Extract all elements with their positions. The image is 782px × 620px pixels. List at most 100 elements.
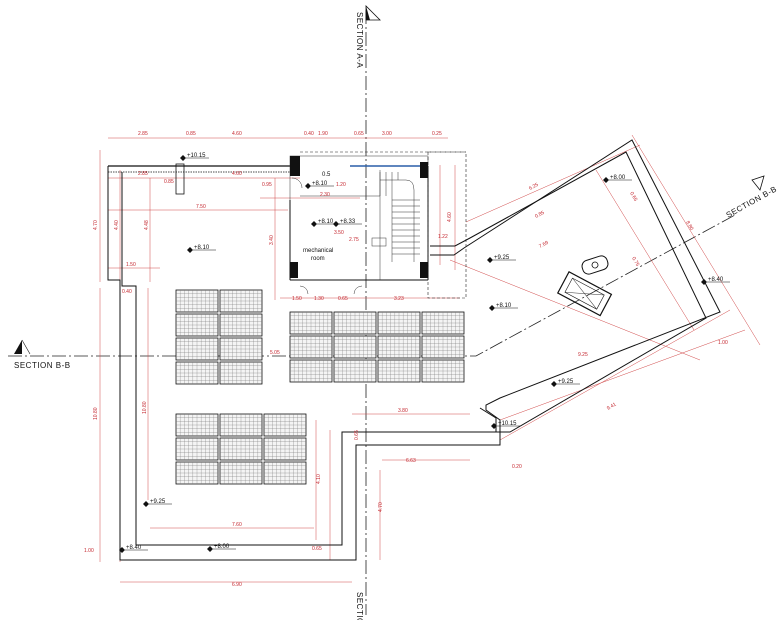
level-marker: +9.25 [551,379,580,387]
solar-panel-module [263,413,307,437]
dimension-label: 7.50 [196,204,206,210]
solar-panel-module [175,289,219,313]
water-tank-equipment [556,270,613,317]
level-marker: +8.10 [305,181,334,189]
dimension-label: 6.25 [528,182,540,192]
dimension-label: 7.69 [538,240,550,250]
solar-panel-module [175,461,219,485]
level-text: +8.40 [708,277,724,283]
solar-panel-module [421,359,465,383]
level-text: +9.25 [150,499,166,505]
solar-panel-module [263,461,307,485]
section-bb-right-label: SECTION B-B [725,184,779,219]
dimension-label: 0.65 [628,191,638,203]
dimension-label: 0.25 [432,131,442,137]
level-marker: +8.40 [119,545,148,553]
dimension-label: 2.75 [349,237,359,243]
dimension-label: 7.60 [232,522,242,528]
dimension-label: 0.75 [630,256,640,268]
dimension-label: 1.50 [292,296,302,302]
dimension-label: 10.80 [93,407,99,420]
dimension-label: 0.5 [322,172,331,178]
solar-panel-module [219,461,263,485]
level-marker: +8.00 [603,175,632,183]
level-text: +8.33 [340,219,356,225]
dimension-label: 4.10 [316,474,322,484]
section-aa-line [365,5,381,615]
solar-panel-module [175,413,219,437]
dimension-label: 0.65 [354,131,364,137]
dimension-label: 1.00 [718,340,728,346]
staircase [371,170,420,280]
level-marker: +8.10 [187,245,216,253]
building-outline [107,139,721,561]
solar-panel-module [175,361,219,385]
level-marker: +10.15 [491,421,520,429]
solar-panel-arrays [175,289,465,485]
solar-panel-module [263,437,307,461]
dimension-label: 2.85 [138,131,148,137]
dimension-label: 3.50 [334,230,344,236]
level-text: +8.10 [312,181,328,187]
dimension-label: 4.60 [232,171,242,177]
dimension-label: 4.60 [447,212,453,222]
dimension-label: 1.30 [314,296,324,302]
level-text: +9.25 [494,255,510,261]
dimension-label: 2.30 [320,192,330,198]
dimension-label: 4.70 [93,220,99,230]
dimension-label: 4.40 [114,220,120,230]
dimension-label: 1.00 [84,548,94,554]
dimension-label: 4.48 [144,220,150,230]
solar-panel-module [421,335,465,359]
solar-panel-module [333,311,377,335]
solar-panel-module [377,359,421,383]
dimension-label: 0.65 [312,546,322,552]
dimension-label: 3.40 [269,235,275,245]
room-label-line1: mechanical [303,248,333,254]
level-text: +10.15 [498,421,517,427]
dimension-label: 0.85 [534,210,546,220]
level-marker: +9.25 [487,255,516,263]
solar-panel-module [219,289,263,313]
dimension-label: 9.41 [606,402,618,412]
section-aa-top-label: SECTION A-A [355,12,364,68]
room-label-line2: room [311,256,325,262]
dimension-label: 0.65 [338,296,348,302]
solar-panel-module [219,413,263,437]
solar-panel-module [333,359,377,383]
dimension-label: 0.85 [164,179,174,185]
dimension-label: 4.60 [232,131,242,137]
section-aa-bottom-label: SECTIO [355,592,364,620]
level-marker: +10.15 [180,153,209,161]
level-text: +8.00 [610,175,626,181]
dimension-label: 1.22 [438,234,448,240]
solar-panel-module [377,335,421,359]
dimension-label: 5.05 [270,350,280,356]
level-marker: +9.25 [143,499,172,507]
level-marker: +8.40 [701,277,730,285]
solar-panel-module [219,337,263,361]
dimension-lines [99,134,761,583]
solar-panel-module [377,311,421,335]
solar-panel-module [175,313,219,337]
dimension-label: 6.63 [406,458,416,464]
dimension-labels: 2.85 0.85 4.60 0.40 1.90 0.65 3.00 0.25 … [84,131,728,588]
level-text: +8.00 [214,544,230,550]
level-markers: +10.15 +8.10 +8.10 +8.33 +8.10 +8.00 +9.… [119,153,730,553]
level-text: +9.25 [558,379,574,385]
dimension-label: 1.90 [318,131,328,137]
level-marker: +8.00 [207,544,236,552]
dimension-label: 0.40 [304,131,314,137]
dimension-label: 10.80 [142,401,148,414]
solar-panel-module [175,337,219,361]
water-heater-equipment [581,255,609,275]
section-bb-line [8,175,765,357]
dimension-label: 1.50 [126,262,136,268]
solar-panel-module [333,335,377,359]
section-bb-left-label: SECTION B-B [14,361,71,370]
solar-panel-module [175,437,219,461]
dimension-label: 0.65 [354,430,360,440]
solar-panel-module [219,313,263,337]
solar-panel-module [421,311,465,335]
